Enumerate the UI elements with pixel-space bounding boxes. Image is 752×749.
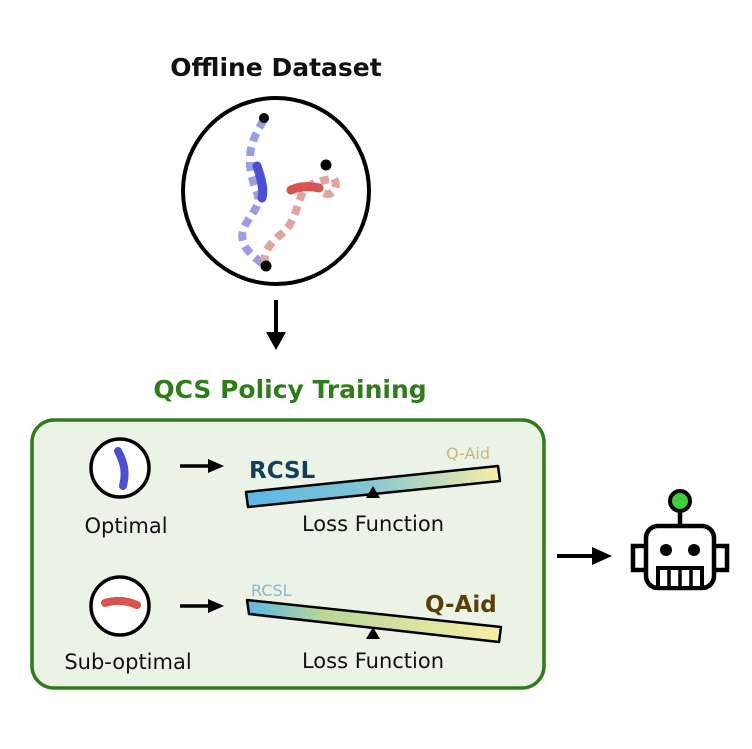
optimal-label: Optimal [84,514,167,538]
suboptimal-trajectory-solid [286,182,324,195]
optimal-input-circle [89,437,151,499]
suboptimal-loss-label: Loss Function [302,649,444,673]
suboptimal-segment-icon [101,596,141,609]
robot-antenna-light [668,489,692,513]
arrow-right-icon [557,547,612,565]
suboptimal-rcsl-label: RCSL [251,581,292,600]
robot-icon [630,489,730,591]
optimal-loss-label: Loss Function [302,512,444,536]
suboptimal-balance-beam [245,598,503,644]
end-point [260,260,272,272]
suboptimal-trajectory-dotted [260,173,340,266]
suboptimal-fulcrum [366,627,380,639]
optimal-trajectory-solid [252,161,268,203]
arrow-right-icon [180,459,224,473]
robot-left-eye [660,544,672,556]
optimal-segment-icon [114,447,129,490]
robot-right-eye [688,544,700,556]
optimal-qaid-label: Q-Aid [446,444,490,463]
robot-right-ear [714,543,730,573]
row-optimal: Optimal RCSL Q-Aid Loss Function [84,437,502,538]
arrow-down-icon [266,300,286,350]
arrow-right-icon [180,599,224,613]
robot-left-ear [630,543,646,573]
suboptimal-qaid-label: Q-Aid [425,592,497,618]
start-point [259,113,269,123]
optimal-fulcrum [366,486,380,498]
optimal-rcsl-label: RCSL [249,458,316,484]
dataset-circle [181,96,371,286]
goal-point [320,159,332,171]
suboptimal-label: Sub-optimal [64,650,191,674]
suboptimal-input-circle [89,575,151,637]
optimal-trajectory-dotted [238,117,269,270]
training-title: QCS Policy Training [153,375,426,404]
row-suboptimal: Sub-optimal RCSL Q-Aid Loss Function [64,575,503,674]
dataset-title: Offline Dataset [170,53,381,82]
